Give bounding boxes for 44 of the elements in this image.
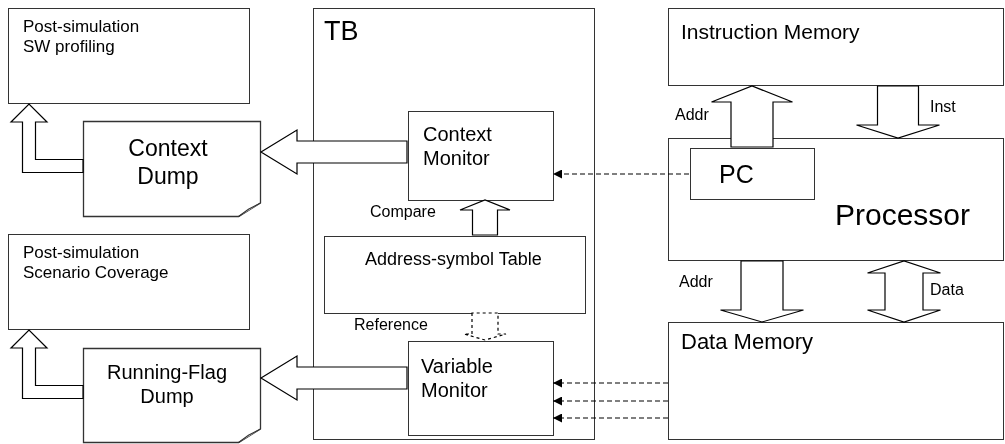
block-arrow bbox=[9, 329, 84, 400]
arrow bbox=[552, 396, 669, 406]
block-arrow bbox=[259, 128, 408, 176]
arrow bbox=[552, 169, 690, 179]
processor-box bbox=[668, 138, 1004, 261]
edge-label: Compare bbox=[370, 203, 436, 221]
register-box bbox=[690, 148, 815, 200]
node-label: Context Monitor bbox=[423, 122, 493, 170]
block-arrow bbox=[719, 260, 805, 323]
edge-label: Addr bbox=[679, 273, 713, 291]
node-label: Address-symbol Table bbox=[365, 249, 542, 271]
block-arrow bbox=[855, 85, 941, 139]
process-box bbox=[408, 111, 554, 201]
node-label: Processor bbox=[835, 197, 971, 233]
memory-box bbox=[668, 8, 1004, 86]
process-box bbox=[408, 341, 554, 436]
block-arrow bbox=[710, 85, 794, 148]
edge-label: Addr bbox=[675, 106, 709, 124]
block-arrow bbox=[866, 260, 942, 323]
arrow bbox=[552, 413, 669, 423]
node-label: Data Memory bbox=[681, 329, 814, 356]
output-box bbox=[8, 234, 250, 330]
node-label: Post-simulation SW profiling bbox=[23, 17, 141, 58]
node-label: Post-simulation Scenario Coverage bbox=[23, 243, 170, 284]
document-shape bbox=[83, 121, 261, 217]
node-label: PC bbox=[719, 159, 754, 189]
testbench-box bbox=[313, 8, 595, 440]
edge-label: Reference bbox=[354, 316, 428, 334]
block-arrow bbox=[463, 312, 507, 341]
edge-label: Inst bbox=[930, 98, 956, 116]
arrow bbox=[552, 378, 669, 388]
node-label: Instruction Memory bbox=[681, 19, 860, 45]
document-shape bbox=[83, 348, 261, 443]
edge-label: Data bbox=[930, 281, 964, 299]
node-label: Running-Flag Dump bbox=[105, 360, 229, 408]
node-label: Context Dump bbox=[127, 135, 209, 191]
output-box bbox=[8, 8, 250, 104]
node-label: Variable Monitor bbox=[421, 354, 494, 402]
memory-box bbox=[668, 322, 1004, 440]
block-arrow bbox=[259, 354, 408, 402]
block-arrow bbox=[459, 199, 511, 236]
table-box bbox=[324, 236, 586, 314]
node-label: TB bbox=[324, 15, 359, 48]
block-arrow bbox=[9, 103, 84, 174]
